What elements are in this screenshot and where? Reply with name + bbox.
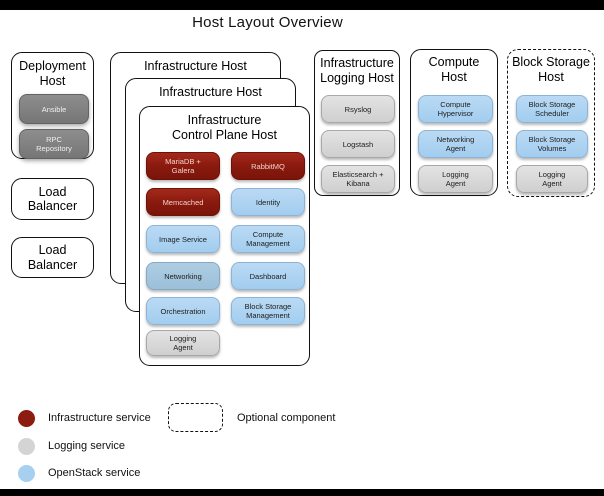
service-networking-agent: Networking Agent	[418, 130, 493, 158]
service-image-service: Image Service	[146, 225, 220, 253]
service-compute-management: Compute Management	[231, 225, 305, 253]
top-black-bar	[0, 0, 604, 10]
service-identity: Identity	[231, 188, 305, 216]
load-balancer-1-title: Load Balancer	[27, 184, 78, 214]
service-block-storage-scheduler: Block Storage Scheduler	[516, 95, 588, 123]
block-storage-host-box: Block Storage Host Block Storage Schedul…	[507, 49, 595, 197]
infrastructure-host-back-title: Infrastructure Host	[144, 59, 247, 73]
service-rabbitmq: RabbitMQ	[231, 152, 305, 180]
deployment-host-title: Deployment Host	[19, 59, 86, 88]
service-logging-agent-bs: Logging Agent	[516, 165, 588, 193]
service-logstash: Logstash	[321, 130, 395, 158]
control-plane-host-box: Infrastructure Control Plane Host MariaD…	[139, 106, 310, 366]
compute-host-title: Compute Host	[428, 55, 480, 84]
infrastructure-host-mid-title: Infrastructure Host	[159, 85, 262, 99]
service-logging-agent-compute: Logging Agent	[418, 165, 493, 193]
logging-host-title: Infrastructure Logging Host	[320, 56, 394, 85]
load-balancer-2-box: Load Balancer	[11, 237, 94, 278]
service-block-storage-volumes: Block Storage Volumes	[516, 130, 588, 158]
service-orchestration: Orchestration	[146, 297, 220, 325]
legend-infrastructure-swatch	[18, 410, 35, 427]
service-mariadb-galera: MariaDB + Galera	[146, 152, 220, 180]
logging-host-box: Infrastructure Logging Host Rsyslog Logs…	[314, 50, 400, 196]
deployment-host-box: Deployment Host Ansible RPC Repository	[11, 52, 94, 159]
compute-host-box: Compute Host Compute Hypervisor Networki…	[410, 49, 498, 196]
legend-optional-label: Optional component	[237, 412, 336, 424]
control-plane-host-title: Infrastructure Control Plane Host	[172, 113, 277, 142]
block-storage-host-title: Block Storage Host	[512, 55, 590, 84]
service-dashboard: Dashboard	[231, 262, 305, 290]
legend-optional-swatch	[168, 403, 223, 432]
legend-infrastructure-label: Infrastructure service	[48, 412, 151, 424]
service-rsyslog: Rsyslog	[321, 95, 395, 123]
service-rpc-repository: RPC Repository	[19, 129, 89, 159]
service-elasticsearch-kibana: Elasticsearch + Kibana	[321, 165, 395, 193]
load-balancer-1-box: Load Balancer	[11, 178, 94, 220]
service-block-storage-management: Block Storage Management	[231, 297, 305, 325]
legend-logging-swatch	[18, 438, 35, 455]
service-compute-hypervisor: Compute Hypervisor	[418, 95, 493, 123]
legend-openstack-swatch	[18, 465, 35, 482]
legend-logging-label: Logging service	[48, 440, 126, 452]
service-ansible: Ansible	[19, 94, 89, 124]
page-title: Host Layout Overview	[192, 14, 343, 31]
service-logging-agent-cp: Logging Agent	[146, 330, 220, 356]
service-memcached: Memcached	[146, 188, 220, 216]
load-balancer-2-title: Load Balancer	[27, 243, 78, 272]
bottom-black-bar	[0, 489, 604, 496]
legend-openstack-label: OpenStack service	[48, 467, 141, 479]
service-networking: Networking	[146, 262, 220, 290]
